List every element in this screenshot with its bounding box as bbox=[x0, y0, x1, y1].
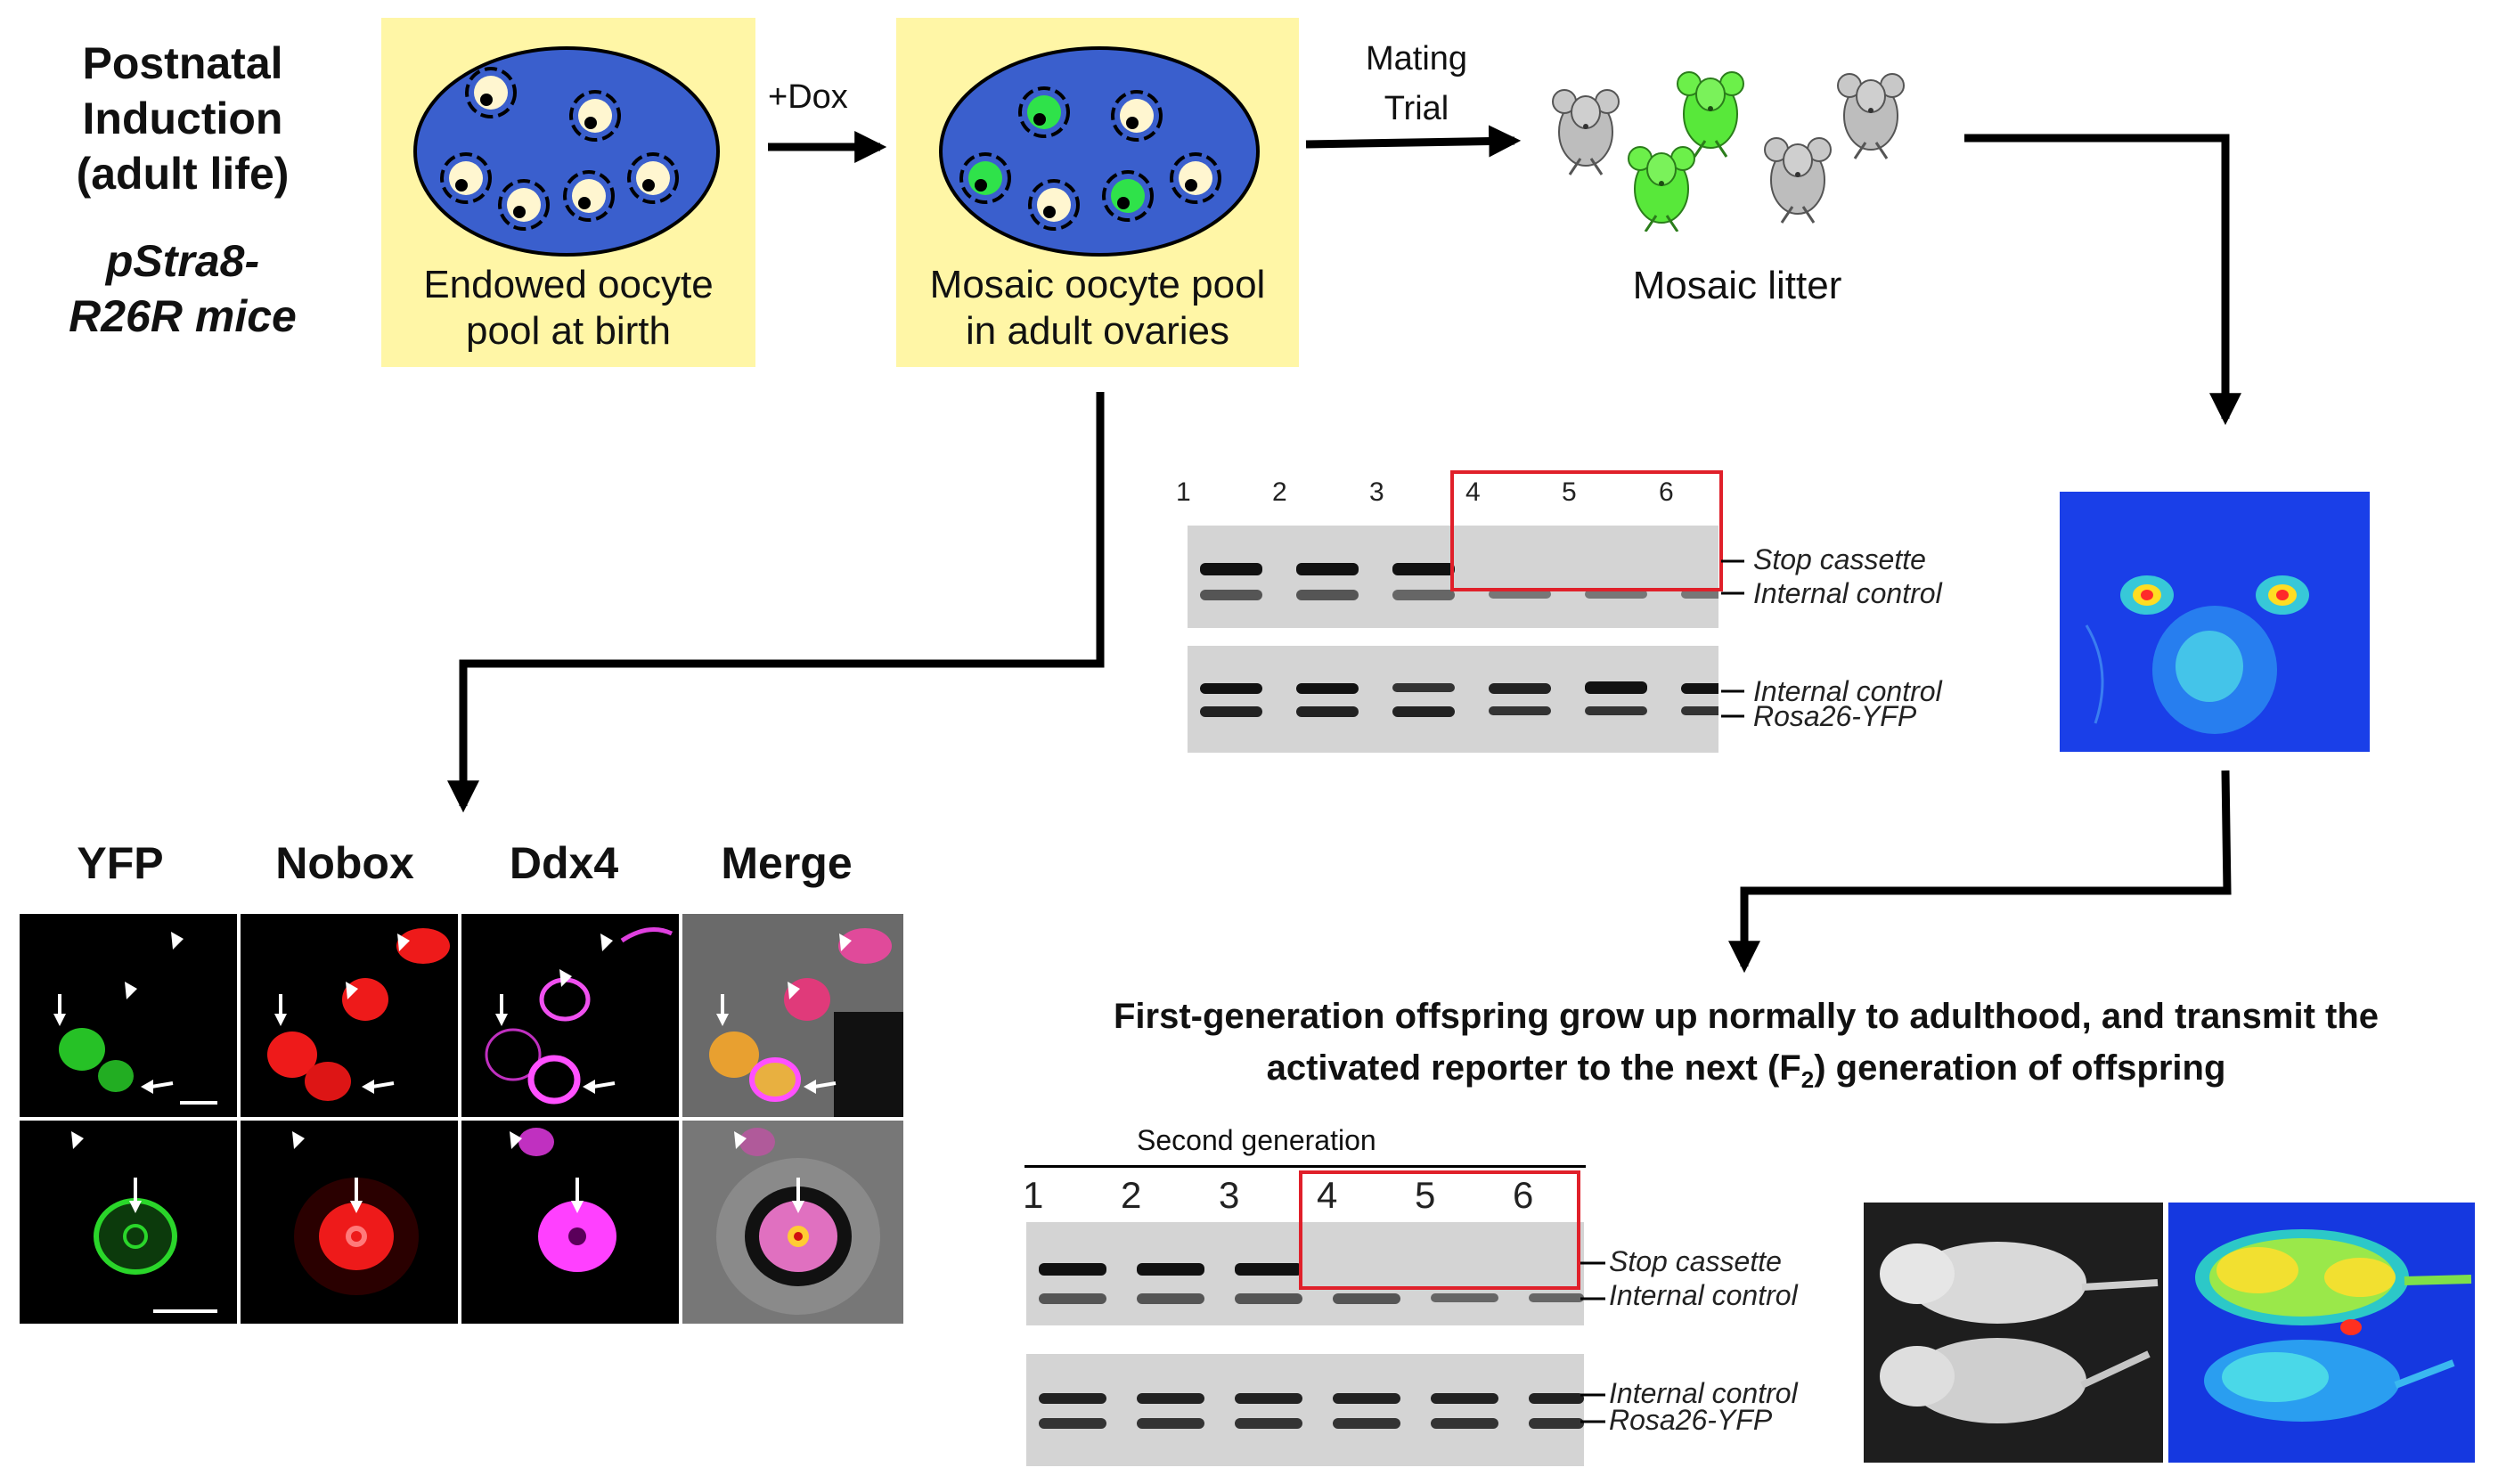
micrograph-merge-1 bbox=[682, 914, 903, 1117]
top-gel-lanes: 1 2 3 4 5 6 bbox=[1176, 477, 1674, 507]
top-gel-ticks bbox=[1721, 559, 1744, 718]
bottom-gel-title-rule bbox=[1025, 1165, 1586, 1168]
page-title: Postnatal Induction (adult life) bbox=[76, 38, 290, 199]
ovary-box-birth: Endowed oocyte pool at birth bbox=[381, 18, 755, 367]
grey-mouse bbox=[1836, 72, 1906, 160]
green-mouse bbox=[1676, 70, 1745, 159]
ovary-adult-label: Mosaic oocyte pool in adult ovaries bbox=[929, 263, 1266, 353]
pups-brightfield-photo bbox=[1864, 1203, 2163, 1463]
litter-to-imaging-arrow bbox=[1964, 134, 2241, 426]
grey-mouse bbox=[1763, 136, 1833, 224]
channel-label-yfp: YFP bbox=[77, 838, 164, 888]
bottom-gel-lower bbox=[1026, 1354, 1584, 1466]
bottom-gel-title: Second generation bbox=[1137, 1124, 1376, 1156]
mating-label: Mating Trial bbox=[1365, 40, 1468, 127]
micrograph-merge-2 bbox=[682, 1121, 903, 1324]
top-gel-lower bbox=[1188, 646, 1718, 753]
top-gel-band-stop: Stop cassette bbox=[1753, 543, 1926, 575]
ovary-adult-diagram bbox=[939, 46, 1260, 257]
grey-mouse bbox=[1551, 88, 1620, 176]
bottom-gel-band-stop: Stop cassette bbox=[1609, 1245, 1782, 1277]
bottom-gel-band-rosa: Rosa26-YFP bbox=[1609, 1404, 1773, 1436]
top-gel-band-control: Internal control bbox=[1753, 577, 1942, 609]
mosaic-litter-mice bbox=[1551, 70, 1906, 232]
offspring-statement: First-generation offspring grow up norma… bbox=[1114, 997, 2379, 1093]
bottom-gel-band-control: Internal control bbox=[1609, 1279, 1798, 1311]
green-mouse bbox=[1627, 145, 1696, 232]
bottom-gel-band-control-2: Internal control bbox=[1609, 1377, 1798, 1409]
ovary-birth-diagram bbox=[413, 46, 720, 257]
ovary-box-adult: Mosaic oocyte pool in adult ovaries bbox=[896, 18, 1299, 367]
bottom-gel-ticks bbox=[1580, 1261, 1605, 1423]
micrograph-ddx4-1 bbox=[461, 914, 679, 1117]
channel-label-ddx4: Ddx4 bbox=[509, 838, 619, 888]
imaging-heatmap bbox=[2060, 492, 2370, 752]
micrograph-nobox-2 bbox=[241, 1121, 458, 1324]
mating-arrow bbox=[1305, 125, 1522, 158]
micrograph-yfp-1 bbox=[20, 914, 237, 1117]
strain-label: pStra8- R26R mice bbox=[69, 236, 297, 341]
top-gel-band-rosa: Rosa26-YFP bbox=[1753, 700, 1917, 732]
bottom-gel-upper bbox=[1026, 1222, 1584, 1325]
ovary-birth-label: Endowed oocyte pool at birth bbox=[423, 263, 714, 353]
channel-label-merge: Merge bbox=[721, 838, 853, 888]
dox-label: +Dox bbox=[768, 78, 848, 116]
imaging-to-offspring-arrow bbox=[1728, 770, 2232, 974]
top-gel-band-control-2: Internal control bbox=[1753, 675, 1942, 707]
top-gel-highlight-box bbox=[1450, 470, 1723, 591]
micrograph-yfp-2 bbox=[20, 1121, 237, 1324]
pups-fluorescence-photo bbox=[2168, 1203, 2475, 1463]
micrograph-ddx4-2 bbox=[461, 1121, 679, 1324]
mosaic-litter-label: Mosaic litter bbox=[1632, 264, 1842, 307]
micrograph-nobox-1 bbox=[241, 914, 458, 1117]
bottom-gel-highlight-box bbox=[1299, 1170, 1580, 1290]
channel-label-nobox: Nobox bbox=[275, 838, 414, 888]
bottom-gel-lanes: 1 2 3 4 5 6 bbox=[1023, 1174, 1534, 1216]
ovary-to-microscopy-arrow bbox=[447, 392, 1105, 813]
